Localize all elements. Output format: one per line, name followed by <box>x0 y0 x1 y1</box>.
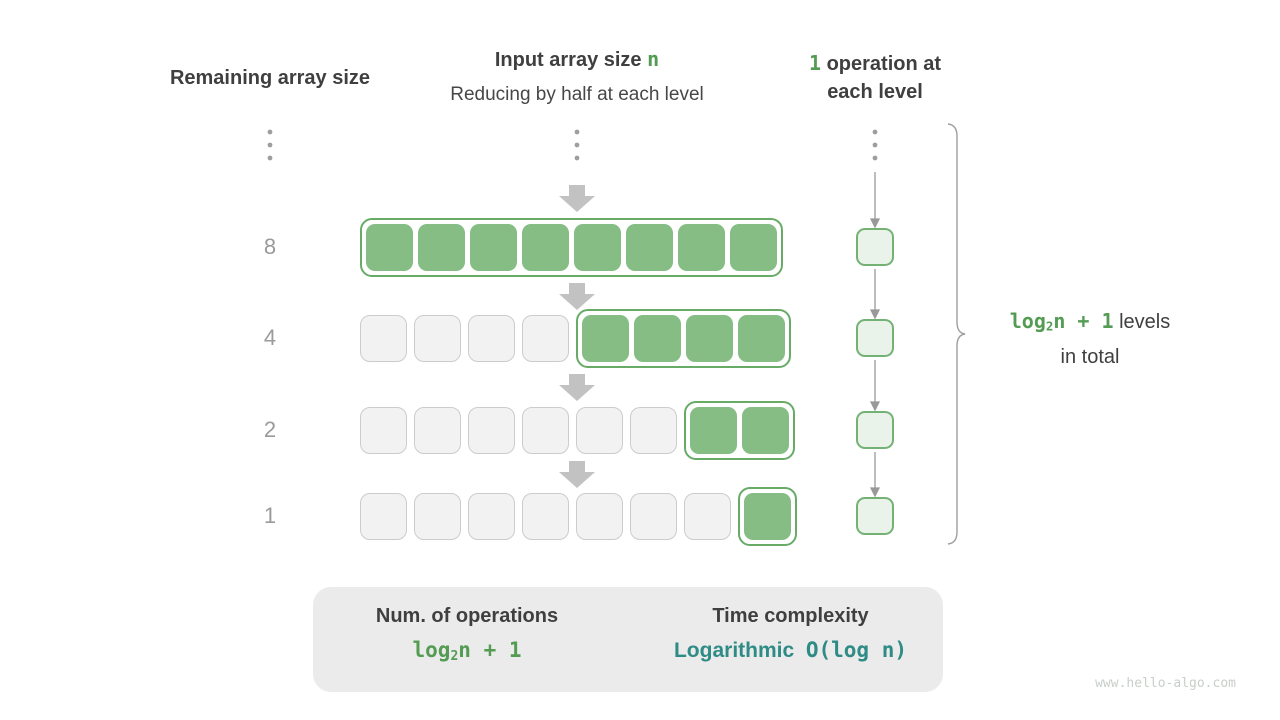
right-column-header: 1 operation at each level <box>775 49 975 106</box>
down-arrow-icon <box>559 283 595 310</box>
array-cell-inactive <box>630 407 677 454</box>
array-row <box>360 218 783 277</box>
array-row <box>360 401 795 460</box>
array-cell-active <box>626 224 673 271</box>
row-size-label: 4 <box>263 325 277 350</box>
array-cell-active <box>742 407 789 454</box>
right-header-number: 1 <box>808 51 822 75</box>
active-subarray-outline <box>576 309 791 368</box>
left-header-text: Remaining array size <box>169 67 371 89</box>
center-column-subtitle: Reducing by half at each level <box>397 84 757 106</box>
levels-word: levels <box>1113 311 1171 333</box>
operations-summary-title: Num. of operations <box>375 605 559 627</box>
row-size-label: 8 <box>263 234 277 259</box>
operation-cell <box>856 497 894 535</box>
array-cell-active <box>634 315 681 362</box>
array-cell-inactive <box>414 315 461 362</box>
array-cell-active <box>730 224 777 271</box>
summary-box: Num. of operations log2n + 1 Time comple… <box>313 587 943 692</box>
center-column-header: Input array size n <box>397 45 757 74</box>
array-cell-inactive <box>360 407 407 454</box>
complexity-summary-value: Logarithmic O(log n) <box>673 638 907 662</box>
operation-flow-arrow <box>869 269 881 320</box>
array-cell-inactive <box>468 315 515 362</box>
array-row <box>360 487 797 546</box>
right-header-line2: each level <box>827 81 923 103</box>
array-cell-inactive <box>414 407 461 454</box>
array-cell-inactive <box>630 493 677 540</box>
array-cell-inactive <box>360 493 407 540</box>
levels-formula: log2n + 1 <box>1009 309 1114 334</box>
array-cell-inactive <box>522 315 569 362</box>
levels-line2: in total <box>1060 345 1120 368</box>
array-cell-inactive <box>468 493 515 540</box>
center-header-text: Input array size <box>494 49 648 71</box>
down-arrow-icon <box>559 374 595 401</box>
operation-flow-arrow <box>869 360 881 412</box>
down-arrow-icon <box>559 461 595 488</box>
active-subarray-outline <box>738 487 797 546</box>
array-cell-active <box>418 224 465 271</box>
array-cell-active <box>582 315 629 362</box>
watermark: www.hello-algo.com <box>1095 676 1236 691</box>
array-cell-inactive <box>360 315 407 362</box>
array-cell-inactive <box>576 493 623 540</box>
active-subarray-outline <box>684 401 795 460</box>
operations-summary-formula: log2n + 1 <box>412 638 522 664</box>
down-arrow-icon <box>559 185 595 212</box>
operation-cell <box>856 319 894 357</box>
levels-annotation: log2n + 1 levels in total <box>985 306 1195 372</box>
array-cell-inactive <box>576 407 623 454</box>
array-cell-active <box>678 224 725 271</box>
operation-flow-arrow <box>869 452 881 498</box>
complexity-summary-title: Time complexity <box>712 605 869 627</box>
left-column-ellipsis-icon <box>267 129 273 161</box>
right-column-ellipsis-icon <box>872 129 878 161</box>
array-cell-inactive <box>522 407 569 454</box>
center-header-variable: n <box>647 47 660 71</box>
array-cell-active <box>366 224 413 271</box>
right-header-line1: operation at <box>821 53 942 75</box>
array-cell-active <box>574 224 621 271</box>
array-row <box>360 309 791 368</box>
center-column-ellipsis-icon <box>574 129 580 161</box>
operations-summary: Num. of operations log2n + 1 <box>331 605 603 664</box>
operation-cell <box>856 411 894 449</box>
active-subarray-outline <box>360 218 783 277</box>
array-cell-active <box>738 315 785 362</box>
row-size-label: 2 <box>263 417 277 442</box>
center-subtitle-text: Reducing by half at each level <box>450 84 704 105</box>
array-cell-active <box>470 224 517 271</box>
array-cell-inactive <box>468 407 515 454</box>
row-size-label: 1 <box>263 503 277 528</box>
array-cell-active <box>522 224 569 271</box>
array-cell-inactive <box>522 493 569 540</box>
complexity-summary: Time complexity Logarithmic O(log n) <box>648 605 933 663</box>
array-cell-inactive <box>414 493 461 540</box>
operation-flow-arrow <box>869 172 881 229</box>
array-cell-active <box>690 407 737 454</box>
levels-brace <box>947 123 966 545</box>
array-cell-active <box>686 315 733 362</box>
left-column-header: Remaining array size <box>120 64 420 92</box>
operation-cell <box>856 228 894 266</box>
array-cell-active <box>744 493 791 540</box>
array-cell-inactive <box>684 493 731 540</box>
